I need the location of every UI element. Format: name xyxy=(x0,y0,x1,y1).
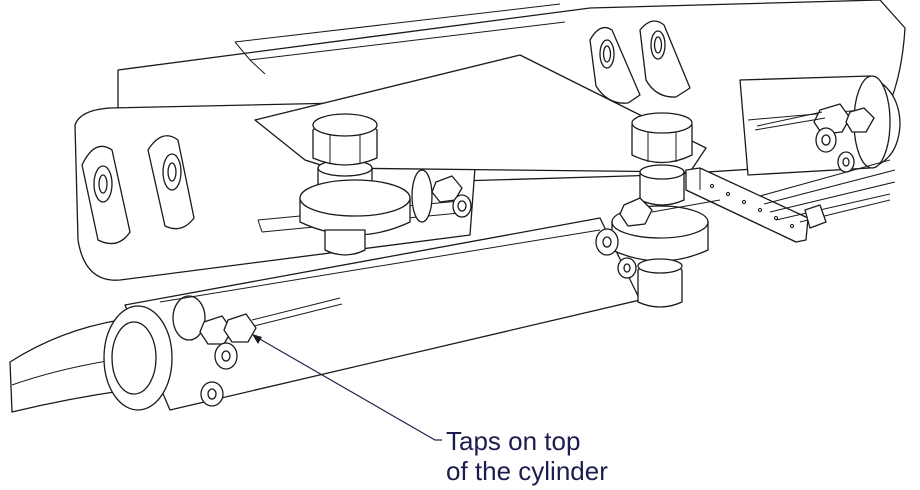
callout: Taps on top of the cylinder xyxy=(252,334,608,486)
left-mounting-ears xyxy=(81,135,195,245)
callout-line-2: of the cylinder xyxy=(446,456,608,486)
callout-line-1: Taps on top xyxy=(446,426,580,456)
callout-arrowhead xyxy=(252,334,262,344)
lower-cylinder xyxy=(9,217,641,413)
callout-leader-line xyxy=(257,337,442,441)
upper-mounting-ears xyxy=(589,20,691,104)
fittings xyxy=(411,103,875,279)
left-bolt-stack xyxy=(299,113,411,256)
right-bolt-stack xyxy=(611,112,709,308)
cylinder-taps xyxy=(199,297,343,407)
perforated-bar xyxy=(685,159,896,243)
